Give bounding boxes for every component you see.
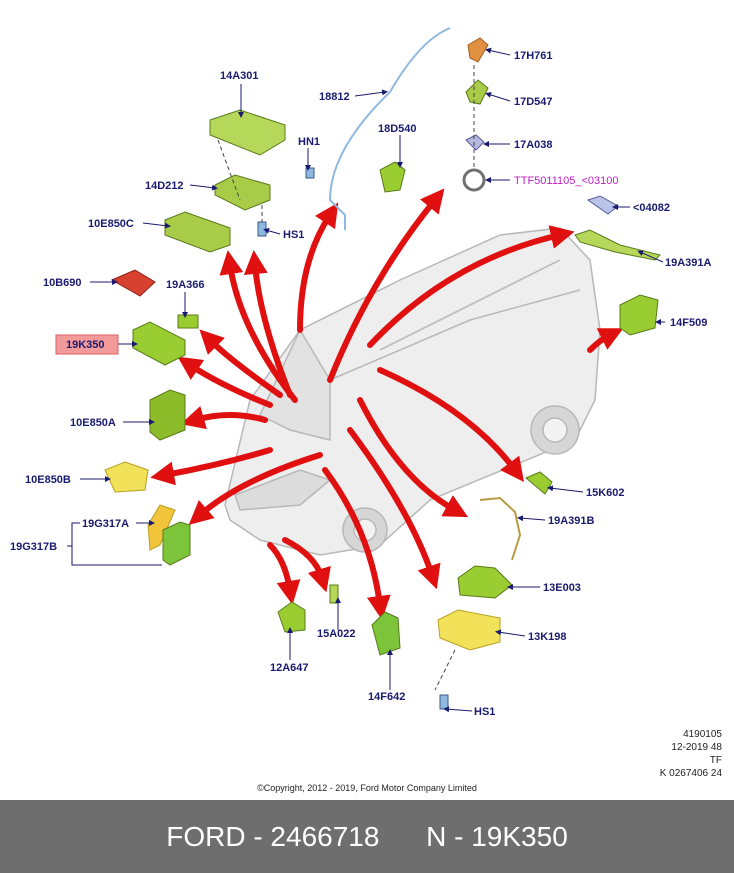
label-10E850A[interactable]: 10E850A bbox=[70, 417, 116, 429]
part-HS1a-shape bbox=[257, 221, 267, 237]
part-18812-cable bbox=[328, 27, 451, 230]
part-ttf-shape bbox=[462, 168, 486, 192]
label-ttf[interactable]: TTF5011105_<03100 bbox=[514, 175, 618, 187]
part-14F642-shape bbox=[371, 611, 401, 656]
leader-lines bbox=[80, 47, 665, 713]
label-18812[interactable]: 18812 bbox=[319, 91, 350, 103]
part-13E003-shape bbox=[457, 565, 513, 599]
label-13E003[interactable]: 13E003 bbox=[543, 582, 581, 594]
parts-diagram: 14A301 18812 17H761 17D547 18D540 HN1 17… bbox=[10, 27, 712, 718]
components bbox=[104, 37, 661, 710]
part-10E850C-shape bbox=[164, 211, 231, 253]
label-10B690[interactable]: 10B690 bbox=[43, 277, 82, 289]
part-04082-shape bbox=[586, 195, 619, 215]
part-14D212-shape bbox=[214, 174, 271, 211]
part-17H761-shape bbox=[467, 37, 489, 63]
part-15A022-shape bbox=[329, 584, 339, 604]
label-15K602[interactable]: 15K602 bbox=[586, 487, 625, 499]
part-18D540-shape bbox=[379, 161, 406, 193]
meta-line-1: 4190105 bbox=[683, 729, 722, 740]
drawing-meta: 4190105 12-2019 48 TF K 0267406 24 bbox=[660, 728, 722, 780]
label-17H761[interactable]: 17H761 bbox=[514, 50, 553, 62]
part-labels: 14A301 18812 17H761 17D547 18D540 HN1 17… bbox=[10, 50, 712, 718]
label-HN1[interactable]: HN1 bbox=[298, 136, 320, 148]
part-10E850A-shape bbox=[149, 389, 186, 441]
label-19G317B[interactable]: 19G317B bbox=[10, 541, 57, 553]
leader-19G317B bbox=[67, 522, 162, 566]
footer-spacer bbox=[379, 821, 426, 853]
footer-brand-part: FORD - 2466718 bbox=[166, 820, 380, 852]
label-04082[interactable]: <04082 bbox=[633, 202, 670, 214]
meta-line-3: TF bbox=[709, 755, 722, 766]
label-18D540[interactable]: 18D540 bbox=[378, 123, 417, 135]
part-19G317B-shape bbox=[162, 521, 191, 566]
meta-line-4: K 0267406 24 bbox=[659, 768, 722, 779]
part-12A647-shape bbox=[277, 601, 306, 633]
location-arrows bbox=[150, 188, 624, 620]
part-17A038-shape bbox=[465, 134, 485, 151]
label-14D212[interactable]: 14D212 bbox=[145, 180, 184, 192]
label-19A366[interactable]: 19A366 bbox=[166, 279, 205, 291]
label-10E850C[interactable]: 10E850C bbox=[88, 218, 134, 230]
part-17D547-shape bbox=[465, 79, 489, 105]
label-17D547[interactable]: 17D547 bbox=[514, 96, 553, 108]
label-12A647[interactable]: 12A647 bbox=[270, 662, 309, 674]
label-19A391B[interactable]: 19A391B bbox=[548, 515, 595, 527]
part-15K602-shape bbox=[525, 471, 553, 495]
label-14F509[interactable]: 14F509 bbox=[670, 317, 707, 329]
highlight-19K350 bbox=[55, 334, 119, 355]
label-19G317A[interactable]: 19G317A bbox=[82, 518, 129, 530]
label-19A391A[interactable]: 19A391A bbox=[665, 257, 712, 269]
label-10E850B[interactable]: 10E850B bbox=[25, 474, 71, 486]
part-HN1-shape bbox=[305, 167, 315, 179]
part-13K198-shape bbox=[437, 609, 501, 651]
part-10E850B-shape bbox=[104, 461, 149, 493]
meta-line-2: 12-2019 48 bbox=[671, 742, 722, 753]
van-illustration bbox=[224, 227, 601, 556]
part-19A391B-shape bbox=[479, 496, 522, 561]
part-HS1b-shape bbox=[439, 694, 449, 710]
part-19K350-shape bbox=[132, 321, 186, 366]
guide-lines bbox=[217, 65, 475, 691]
footer-part-number: N - 19K350 bbox=[426, 820, 568, 852]
footer-bar: FORD - 2466718 N - 19K350 bbox=[0, 800, 734, 873]
label-HS1-top[interactable]: HS1 bbox=[283, 229, 304, 241]
part-14A301-shape bbox=[209, 109, 286, 156]
part-19A366-shape bbox=[177, 314, 199, 329]
label-14A301[interactable]: 14A301 bbox=[220, 70, 259, 82]
part-10B690-shape bbox=[110, 269, 156, 297]
label-17A038[interactable]: 17A038 bbox=[514, 139, 553, 151]
label-14F642[interactable]: 14F642 bbox=[368, 691, 405, 703]
label-19K350[interactable]: 19K350 bbox=[66, 339, 105, 351]
part-14F509-shape bbox=[619, 294, 659, 336]
label-13K198[interactable]: 13K198 bbox=[528, 631, 567, 643]
copyright-notice: ©Copyright, 2012 - 2019, Ford Motor Comp… bbox=[257, 783, 477, 793]
label-15A022[interactable]: 15A022 bbox=[317, 628, 356, 640]
label-HS1-bottom[interactable]: HS1 bbox=[474, 706, 495, 718]
